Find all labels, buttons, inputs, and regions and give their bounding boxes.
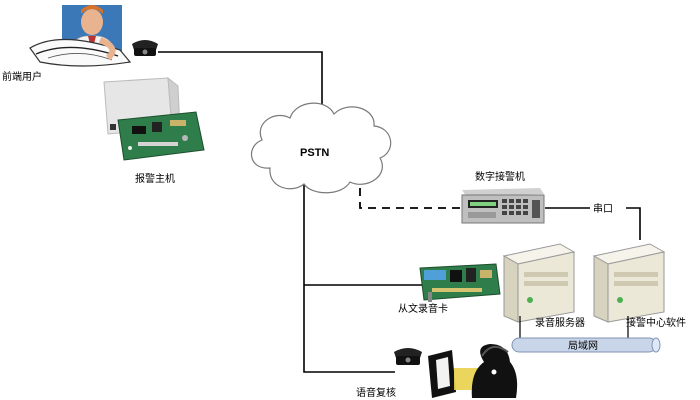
operator-headset-icon	[471, 344, 518, 398]
label-lan: 局域网	[568, 339, 598, 352]
front-user-icon	[29, 5, 132, 67]
line-pstn-to-receiver	[359, 188, 462, 209]
label-recording-server: 录音服务器	[535, 316, 585, 329]
alarm-center-software-icon	[592, 243, 666, 323]
recording-server-icon	[502, 243, 576, 323]
label-digital-receiver: 数字接警机	[475, 170, 525, 183]
label-alarm-center-software: 接警中心软件	[626, 316, 686, 329]
line-serial-port	[545, 207, 641, 240]
lan-bar: 局域网	[511, 316, 661, 353]
alarm-host-icon	[103, 76, 205, 161]
line-pstn-trunk	[303, 185, 395, 373]
label-front-user: 前端用户	[2, 70, 42, 83]
label-alarm-host: 报警主机	[135, 172, 175, 185]
label-voice-review: 语音复核	[356, 386, 396, 399]
label-serial-port: 串口	[593, 203, 613, 215]
digital-receiver-icon	[461, 188, 545, 224]
review-telephone-icon	[394, 348, 422, 365]
pstn-cloud: PSTN	[251, 102, 392, 194]
connection-lines	[158, 51, 641, 373]
line-user-to-pstn	[158, 51, 323, 120]
label-recorder-card: 从文录音卡	[398, 302, 448, 315]
recorder-card-icon	[419, 263, 501, 302]
user-telephone-icon	[132, 40, 158, 56]
label-pstn: PSTN	[300, 147, 329, 159]
